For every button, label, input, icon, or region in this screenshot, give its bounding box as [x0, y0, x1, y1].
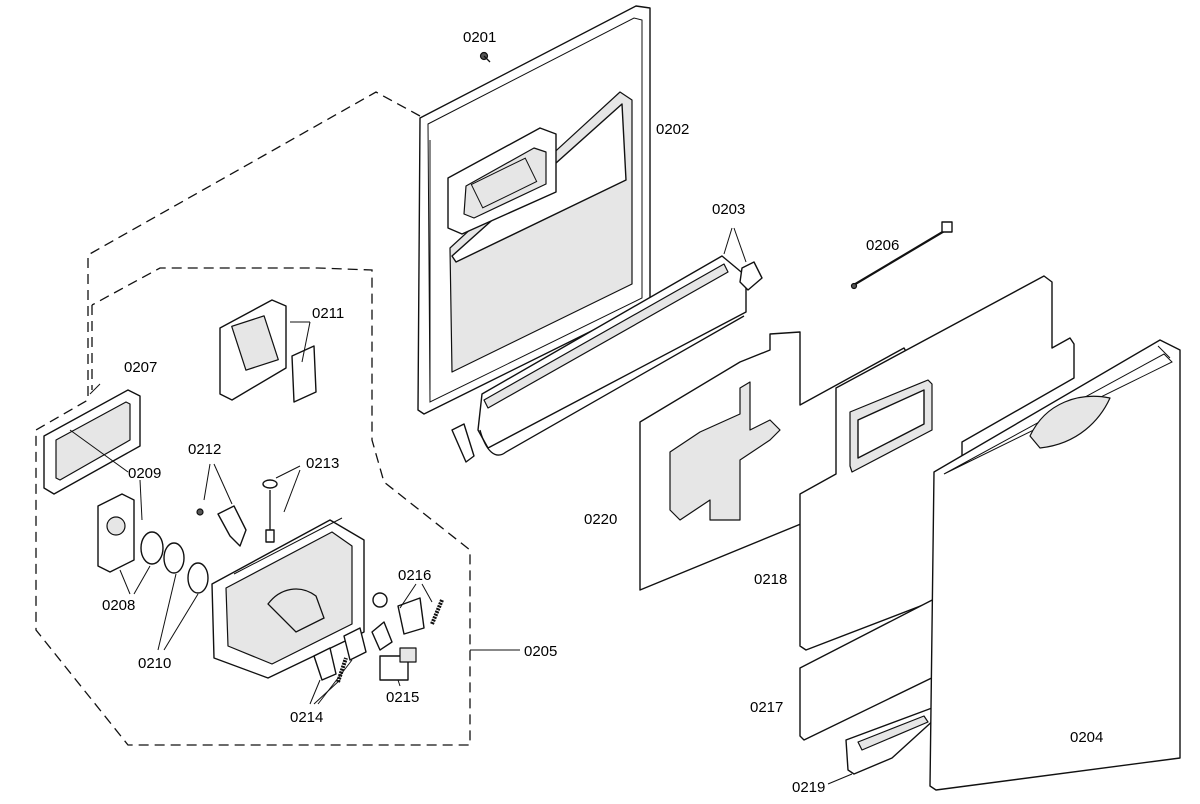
part-0206-cable-tie [850, 221, 953, 290]
part-0215-switch [379, 647, 417, 681]
label-0208: 0208 [102, 597, 135, 614]
part-0216-levers [371, 597, 444, 651]
label-0210: 0210 [138, 655, 171, 672]
label-0215: 0215 [386, 689, 419, 706]
part-0219-base-rail [845, 707, 937, 775]
part-0205-dispenser-housing [211, 517, 388, 679]
label-0207: 0207 [124, 359, 157, 376]
label-0214: 0214 [290, 709, 323, 726]
label-0217: 0217 [750, 699, 783, 716]
label-0216: 0216 [398, 567, 431, 584]
label-0206: 0206 [866, 237, 899, 254]
label-0219: 0219 [792, 779, 825, 796]
label-0203: 0203 [712, 201, 745, 218]
assembly-0205-outline [35, 91, 471, 746]
part-0207-window-frame [43, 389, 141, 495]
label-0209: 0209 [128, 465, 161, 482]
label-0213: 0213 [306, 455, 339, 472]
part-0213-valve [262, 479, 278, 543]
part-0204-outer-door [929, 339, 1181, 791]
label-0212: 0212 [188, 441, 221, 458]
label-0211: 0211 [312, 305, 344, 322]
label-0218: 0218 [754, 571, 787, 588]
part-0212-latch [196, 505, 247, 547]
leader-lines [69, 321, 853, 785]
part-0201-screw [479, 51, 491, 63]
label-0205: 0205 [524, 643, 557, 660]
part-0203-trim-strip [451, 227, 763, 463]
part-labels: 0201 0202 0203 0206 0211 0207 0212 0213 … [102, 29, 1103, 796]
label-0220: 0220 [584, 511, 617, 528]
part-0214-springs [313, 627, 367, 683]
label-0202: 0202 [656, 121, 689, 138]
part-0202-inner-door [417, 5, 651, 415]
part-0208-dispenser-cap [97, 493, 209, 594]
part-0211-cover-block [219, 299, 317, 403]
label-0201: 0201 [463, 29, 496, 46]
part-0218-panel [799, 275, 1075, 651]
label-0204: 0204 [1070, 729, 1103, 746]
